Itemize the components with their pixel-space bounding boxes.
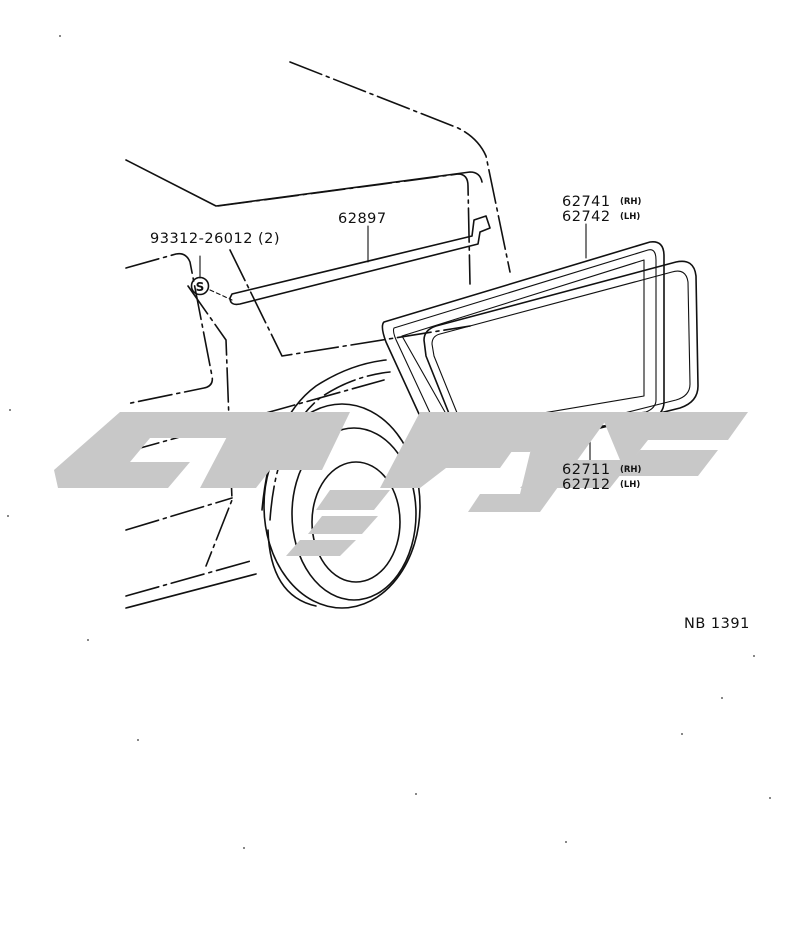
label-screw-qty: (2) (258, 231, 280, 247)
label-window-lh-tag: (LH) (620, 212, 640, 222)
label-window-rh-tag: (RH) (620, 197, 642, 207)
screw-symbol-letter: S (196, 280, 205, 294)
scan-specks (7, 35, 771, 849)
label-weatherstrip-lh: 62712 (562, 477, 611, 493)
label-screw: 93312-26012 (150, 231, 253, 247)
molding-strip (229, 215, 491, 306)
screw-symbol: S (190, 255, 233, 301)
label-weatherstrip-rh-tag: (RH) (620, 465, 642, 475)
rear-wheel (263, 403, 421, 609)
label-molding: 62897 (338, 211, 387, 227)
label-weatherstrip-lh-tag: (LH) (620, 480, 640, 490)
part-labels: 62741 (RH) 62742 (LH) 62897 93312-26012 … (150, 194, 750, 632)
label-weatherstrip-rh: 62711 (562, 462, 611, 478)
reference-code: NB 1391 (684, 616, 750, 632)
label-window-lh: 62742 (562, 209, 611, 225)
label-window-rh: 62741 (562, 194, 611, 210)
watermark-logo (54, 412, 748, 556)
